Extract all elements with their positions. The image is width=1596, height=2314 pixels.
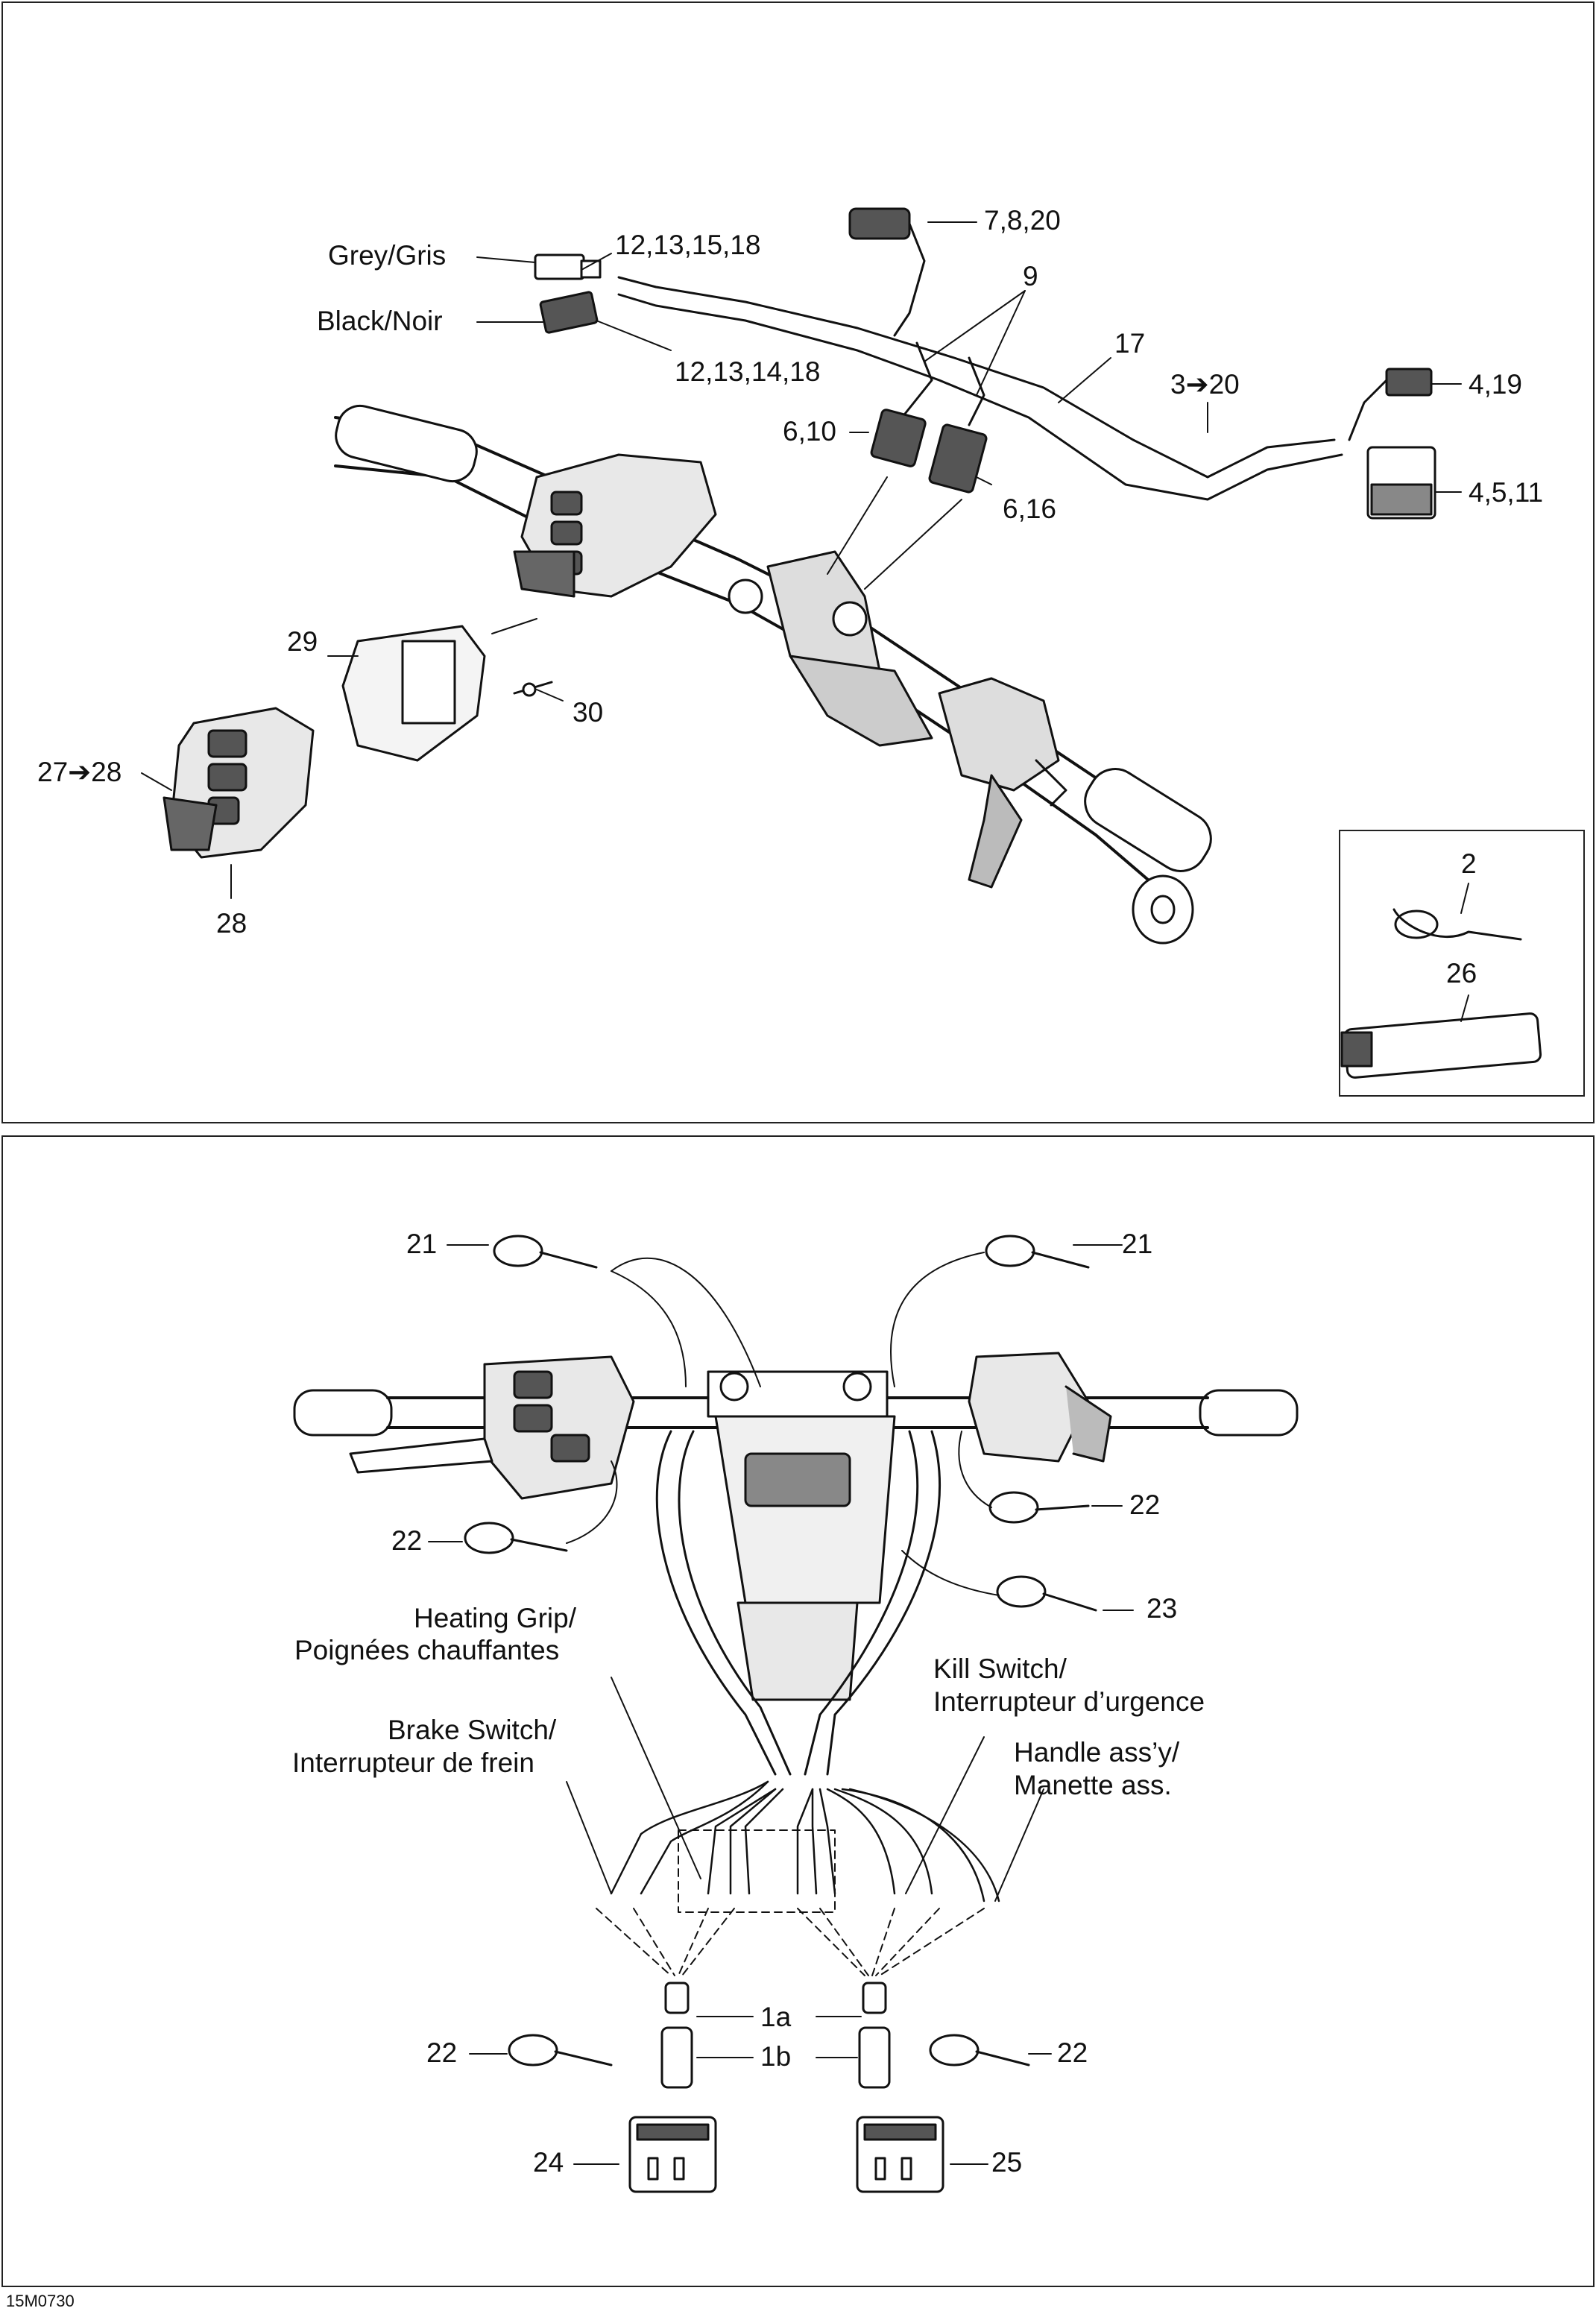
inset-art: [1340, 883, 1542, 1079]
callout-22-bottom-right: 22: [1057, 2037, 1088, 2068]
leaders-top: [141, 221, 1462, 899]
inset-callout-2: 2: [1461, 848, 1477, 879]
callout-30: 30: [573, 697, 604, 728]
label-brake-switch-1: Brake Switch/: [388, 1715, 557, 1745]
bottom-panel-frame: [1, 1135, 1595, 2287]
callout-3-20: 3➔20: [1170, 369, 1240, 400]
leaders-bottom: [428, 1244, 1134, 2165]
cable-ties: [464, 1235, 1097, 2066]
callout-22-bottom-left: 22: [426, 2037, 458, 2068]
callout-22-right-top: 22: [1129, 1489, 1161, 1520]
callout-28: 28: [216, 908, 247, 939]
sleeves: [660, 1982, 891, 2089]
inset-callout-26: 26: [1446, 958, 1477, 989]
callout-25: 25: [991, 2147, 1023, 2178]
callout-9: 9: [1023, 261, 1038, 291]
inset-frame: [1339, 830, 1585, 1097]
callout-24: 24: [533, 2147, 564, 2178]
callout-22-left-mid: 22: [391, 1525, 423, 1556]
callout-21-left: 21: [406, 1229, 438, 1259]
callout-12-13-14-18: 12,13,14,18: [675, 356, 821, 387]
figure-reference: 15M0730: [6, 2292, 75, 2310]
callout-12-13-15-18: 12,13,15,18: [615, 230, 761, 260]
callout-27-28: 27➔28: [37, 757, 122, 787]
top-panel-frame: [1, 1, 1595, 1123]
label-handle-assy-1: Handle ass’y/: [1014, 1737, 1180, 1768]
handlebar-top: [334, 404, 1212, 945]
label-heating-grip-1: Heating Grip/: [414, 1603, 576, 1633]
callout-23: 23: [1146, 1593, 1178, 1624]
callout-17: 17: [1114, 328, 1146, 359]
callout-29: 29: [287, 626, 318, 657]
callout-4-5-11: 4,5,11: [1469, 477, 1544, 508]
callout-1a: 1a: [760, 2002, 792, 2032]
handlebar-bottom: [293, 1352, 1299, 1776]
label-heating-grip-2: Poignées chauffantes: [294, 1635, 560, 1665]
label-kill-switch-1: Kill Switch/: [933, 1653, 1067, 1684]
callout-21-right: 21: [1122, 1229, 1153, 1259]
callout-1b: 1b: [760, 2041, 792, 2072]
label-handle-assy-2: Manette ass.: [1014, 1770, 1172, 1800]
dashed-connections: [596, 1829, 985, 1976]
callout-6-10: 6,10: [783, 416, 837, 447]
callout-7-8-20: 7,8,20: [984, 205, 1061, 236]
label-kill-switch-2: Interrupteur d’urgence: [933, 1686, 1205, 1717]
harness-top: [534, 207, 1436, 520]
label-black-noir: Black/Noir: [317, 306, 443, 336]
wire-fans: [610, 1780, 1000, 1902]
label-brake-switch-2: Interrupteur de frein: [292, 1747, 534, 1778]
callout-6-16: 6,16: [1003, 494, 1057, 524]
callout-4-19: 4,19: [1469, 369, 1523, 400]
switch-explode: [163, 625, 553, 859]
connector-housings: [628, 2116, 944, 2193]
label-grey-gris: Grey/Gris: [328, 240, 447, 271]
